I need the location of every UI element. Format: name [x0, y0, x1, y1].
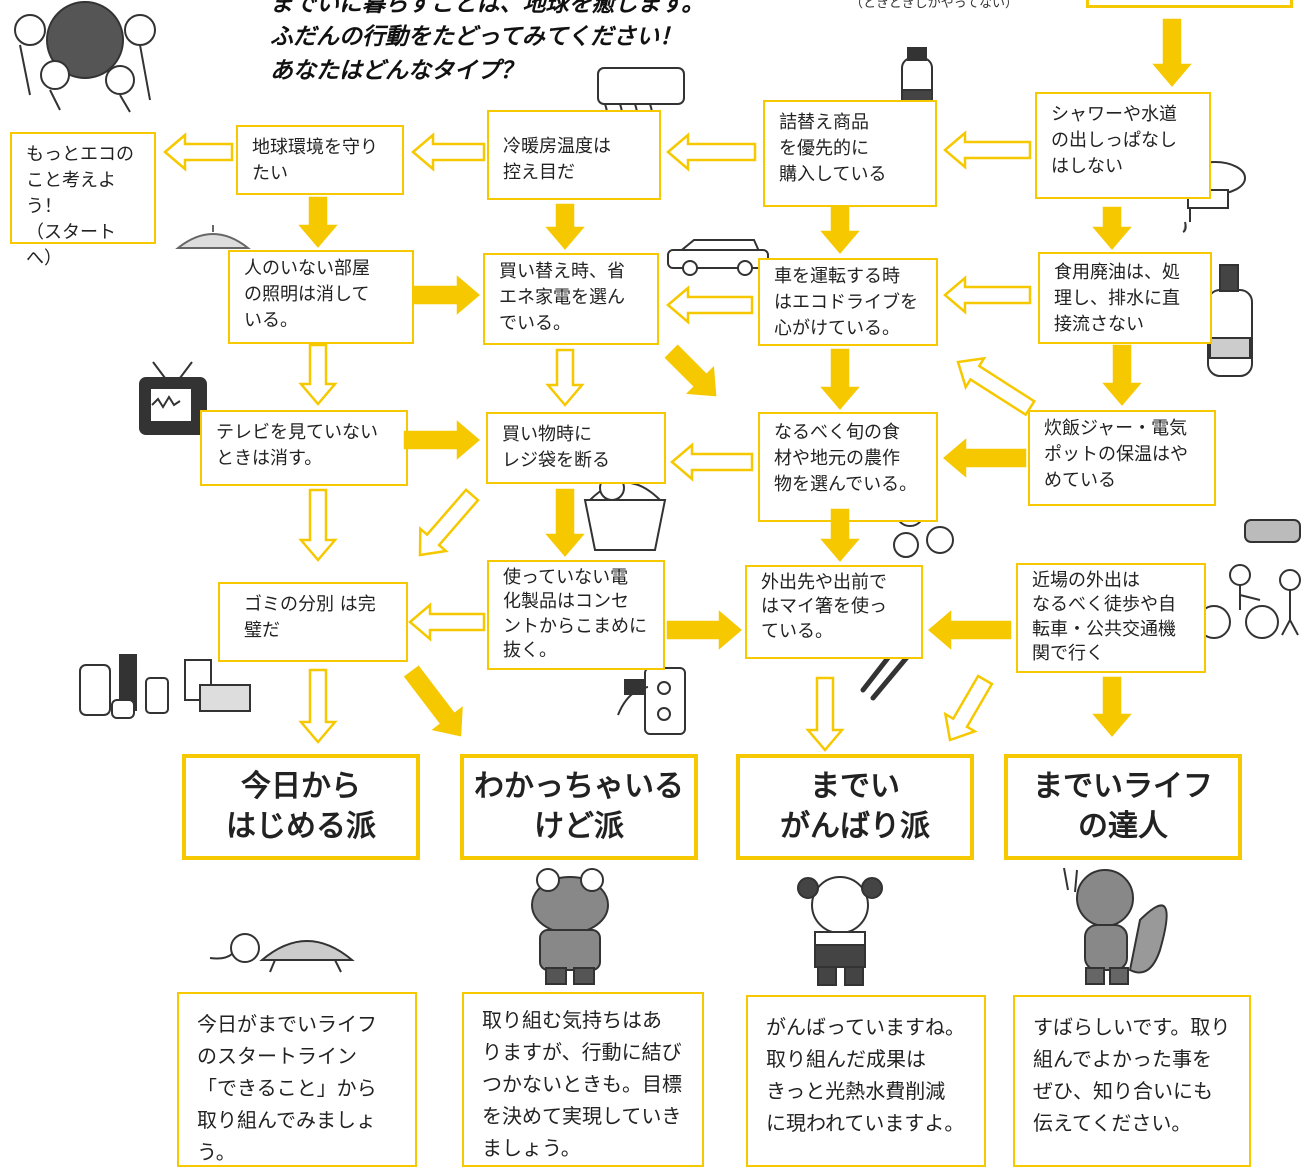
node-tv: テレビを見ていない ときは消す。	[200, 410, 408, 486]
headline: までいに暮らすことは、地球を癒します。 ふだんの行動をたどってみてください！ あ…	[270, 0, 705, 84]
lamp-icon	[175, 225, 251, 249]
dog-icon	[797, 876, 883, 986]
node-protect-env: 地球環境を守り たい	[236, 125, 404, 195]
flow-arrow-25	[1092, 676, 1132, 737]
node-my-chopsticks: 外出先や出前で はマイ箸を使っ ている。	[745, 565, 923, 659]
flow-arrow-17	[956, 356, 1037, 417]
squirrel-icon	[1063, 867, 1168, 985]
flow-arrow-28	[408, 602, 486, 642]
flow-arrow-32	[943, 674, 994, 742]
flow-arrow-16	[664, 344, 717, 397]
result-desc-trying: がんばっていますね。 取り組んだ成果は きっと光熱水費削減 に現われていますよ。	[746, 995, 986, 1167]
flow-arrow-13	[820, 348, 860, 410]
result-title-beginner: 今日から はじめる派	[182, 754, 420, 860]
flow-arrow-14	[545, 348, 585, 407]
node-lights: 人のいない部屋 の照明は消して いる。	[228, 250, 414, 344]
flow-arrow-1	[943, 130, 1032, 170]
flow-arrow-11	[413, 275, 480, 315]
node-unplug: 使っていない電 化製品はコンセ ントからこまめに 抜く。	[487, 560, 665, 670]
node-more-eco: もっとエコの こと考えよう！ （スタートへ）	[10, 132, 156, 269]
result-title-aware: わかっちゃいる けど派	[460, 754, 698, 860]
flow-arrow-20	[403, 420, 480, 460]
flow-arrow-19	[670, 442, 754, 482]
node-waste-oil: 食用廃油は、処 理し、排水に直 接流さない	[1038, 252, 1212, 344]
tv-icon	[139, 361, 207, 435]
oil-bottle-icon	[1207, 264, 1253, 377]
node-garbage: ゴミの分別 は完 璧だ	[218, 582, 408, 662]
start-box	[1086, 0, 1293, 8]
node-shower: シャワーや水道 の出しっぱなし はしない	[1035, 92, 1211, 199]
flow-arrow-26	[928, 610, 1012, 650]
flow-arrow-18	[943, 438, 1027, 478]
flow-arrow-9	[943, 275, 1032, 315]
result-title-master: までいライフ の達人	[1004, 754, 1242, 860]
flow-arrow-24	[298, 488, 338, 562]
start-note: （ときどきしかやってない）	[850, 0, 1018, 11]
flow-arrow-2	[666, 132, 757, 172]
result-title-trying: までい がんばり派	[736, 754, 974, 860]
recycling-icon	[79, 654, 251, 719]
turtle-icon	[209, 933, 355, 973]
flow-arrow-0	[1152, 18, 1192, 87]
node-walk-bike: 近場の外出は なるべく徒歩や自 転車・公共交通機 関で行く	[1016, 563, 1206, 673]
flow-arrow-21	[820, 508, 860, 562]
flow-arrow-7	[545, 203, 585, 250]
flow-arrow-30	[403, 665, 463, 737]
node-appliance: 買い替え時、省 エネ家電を選ん でいる。	[483, 253, 659, 345]
node-aircon: 冷暖房温度は 控え目だ	[487, 110, 661, 200]
flow-arrow-5	[1092, 206, 1132, 250]
flow-arrow-27	[666, 610, 742, 650]
node-rice-cooker: 炊飯ジャー・電気 ポットの保温はや めている	[1028, 410, 1216, 506]
bicycle-people-icon	[1197, 519, 1301, 639]
car-icon	[667, 239, 769, 276]
flow-arrow-29	[298, 668, 338, 744]
frog-icon	[531, 868, 609, 985]
node-eco-drive: 車を運転する時 はエコドライブを 心がけている。	[758, 258, 938, 346]
flow-arrow-4	[163, 132, 234, 172]
flow-arrow-6	[820, 206, 860, 254]
flow-arrow-23	[418, 488, 480, 557]
flow-arrow-8	[298, 196, 338, 248]
flow-arrow-10	[666, 285, 754, 325]
node-refill: 詰替え商品 を優先的に 購入している	[763, 100, 937, 207]
flow-arrow-31	[805, 676, 845, 752]
result-desc-beginner: 今日がまでいライフ のスタートライン 「できること」から 取り組んでみましょう。	[177, 992, 417, 1167]
outlet-plug-icon	[617, 667, 686, 735]
result-desc-master: すばらしいです。取り 組んでよかった事を ぜひ、知り合いにも 伝えてください。	[1013, 995, 1251, 1167]
node-shopping-bag: 買い物時に レジ袋を断る	[486, 412, 666, 484]
globe-kids-icon	[14, 1, 156, 113]
result-desc-aware: 取り組む気持ちはあ りますが、行動に結び つかないときも。目標 を決めて実現して…	[462, 992, 704, 1167]
flow-arrow-12	[1102, 344, 1142, 406]
flow-arrow-22	[545, 488, 585, 557]
flow-arrow-3	[411, 132, 486, 172]
node-seasonal-food: なるべく旬の食 材や地元の農作 物を選んでいる。	[758, 412, 938, 522]
flow-arrow-15	[298, 343, 338, 406]
